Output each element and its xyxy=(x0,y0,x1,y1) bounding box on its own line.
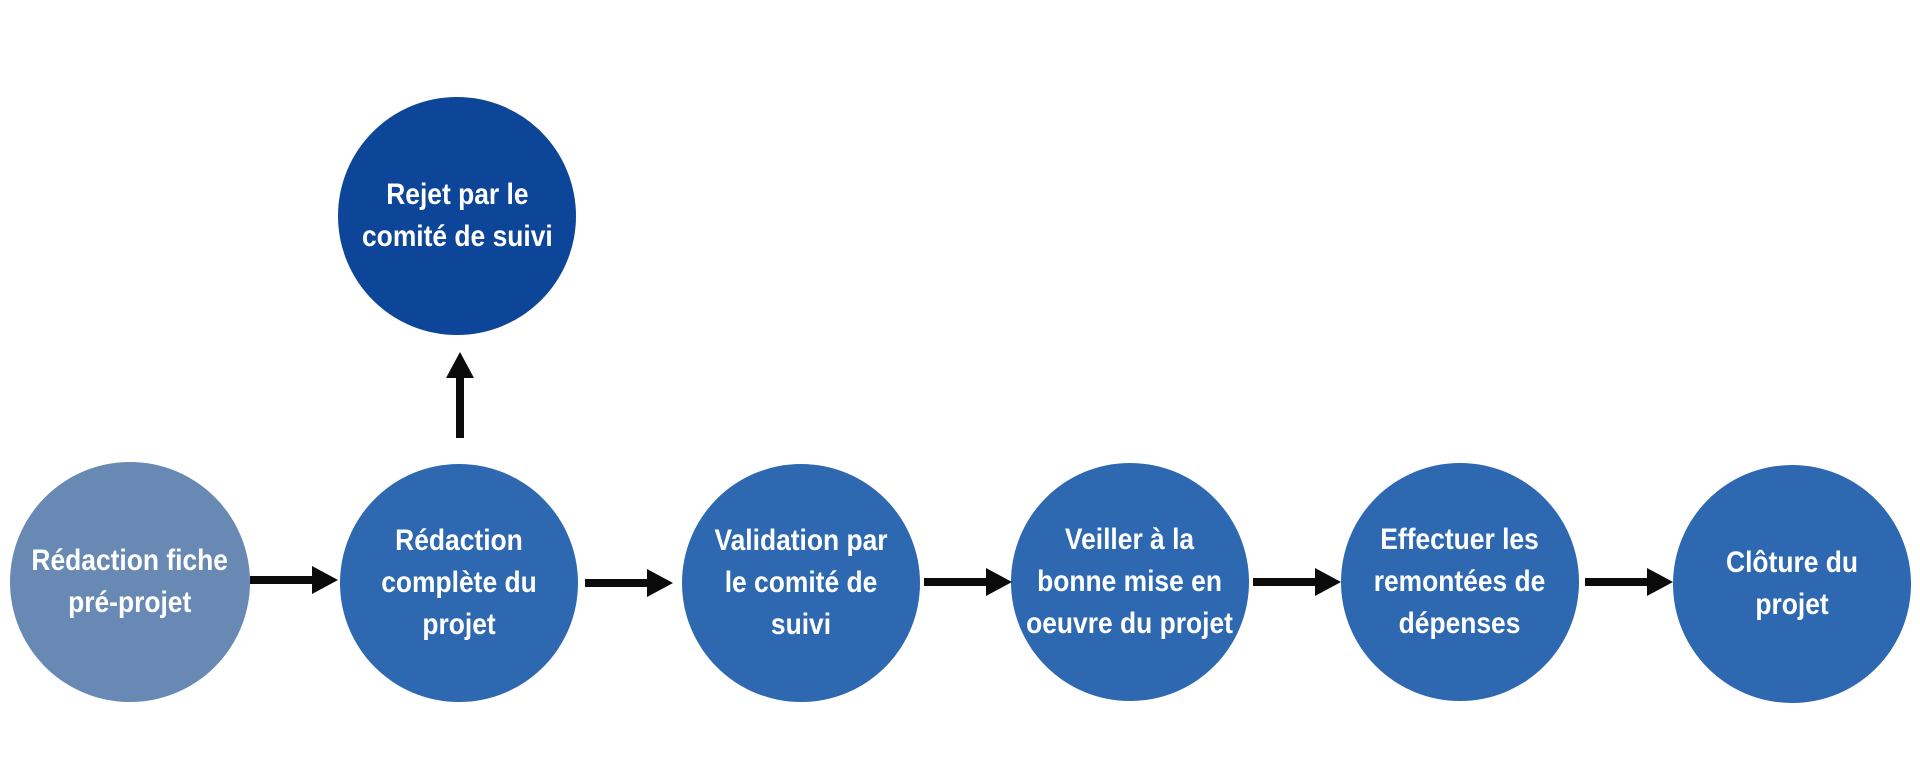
arrow-shaft xyxy=(1253,578,1315,586)
arrow-head xyxy=(446,352,474,378)
node-mise-en-oeuvre-projet: Veiller à la bonne mise en oeuvre du pro… xyxy=(1011,463,1249,701)
arrow-shaft xyxy=(924,578,986,586)
node-label: Rédaction complète du projet xyxy=(381,524,537,641)
arrow-head xyxy=(986,568,1012,596)
arrow-shaft xyxy=(250,576,312,584)
arrow-right-icon xyxy=(585,569,673,597)
node-rejet-comite-suivi: Rejet par le comité de suivi xyxy=(338,97,576,335)
node-label: Validation par le comité de suivi xyxy=(714,524,888,641)
arrow-right-icon xyxy=(1585,568,1673,596)
node-redaction-fiche-pre-projet: Rédaction fiche pré-projet xyxy=(10,462,250,702)
node-label: Rejet par le comité de suivi xyxy=(361,178,553,253)
arrow-shaft xyxy=(1585,578,1647,586)
arrow-head xyxy=(1315,568,1341,596)
node-cloture-projet: Clôture du projet xyxy=(1673,465,1911,703)
node-remontees-depenses: Effectuer les remontées de dépenses xyxy=(1341,463,1579,701)
arrow-shaft xyxy=(585,579,647,587)
arrow-head xyxy=(647,569,673,597)
node-label: Rédaction fiche pré-projet xyxy=(31,544,229,619)
arrow-up-icon xyxy=(446,352,474,438)
arrow-shaft xyxy=(456,378,464,438)
node-label: Effectuer les remontées de dépenses xyxy=(1374,523,1546,640)
arrow-head xyxy=(1647,568,1673,596)
node-label: Veiller à la bonne mise en oeuvre du pro… xyxy=(1026,523,1234,640)
node-label: Clôture du projet xyxy=(1726,546,1858,621)
arrow-right-icon xyxy=(250,566,338,594)
arrow-head xyxy=(312,566,338,594)
arrow-right-icon xyxy=(1253,568,1341,596)
node-redaction-complete-projet: Rédaction complète du projet xyxy=(340,464,578,702)
arrow-right-icon xyxy=(924,568,1012,596)
node-validation-comite-suivi: Validation par le comité de suivi xyxy=(682,464,920,702)
